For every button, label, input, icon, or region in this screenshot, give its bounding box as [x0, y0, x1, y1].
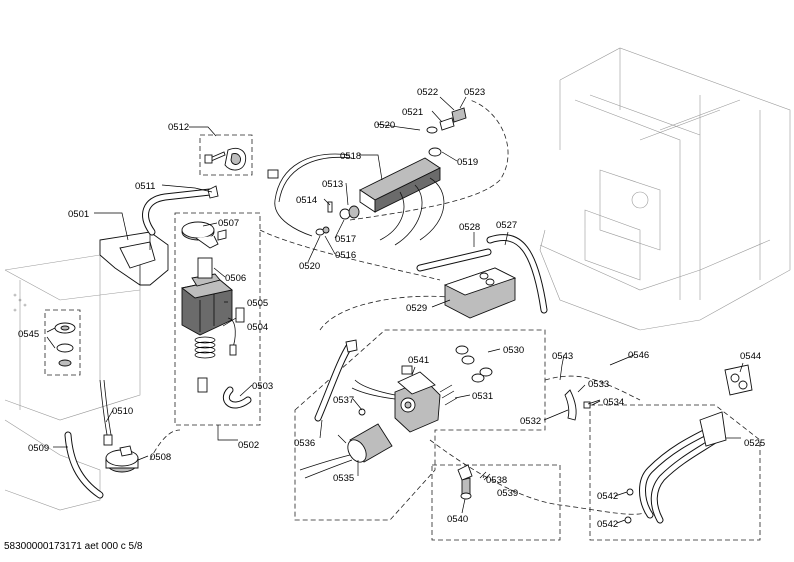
spring-part: [194, 336, 216, 359]
callout-0520-upper: 0520: [374, 120, 395, 131]
clip-part-0537: [358, 408, 366, 416]
callout-0511: 0511: [135, 181, 155, 192]
callout-0520-lower: 0520: [299, 261, 320, 272]
callout-0510: 0510: [112, 406, 133, 417]
callout-0542-upper: 0542: [597, 491, 618, 502]
pump-wire-part-0504: [227, 307, 245, 356]
callout-0531: 0531: [472, 391, 493, 402]
screws-part-0531: [439, 384, 458, 406]
heater-part-0518: [359, 147, 445, 246]
callout-0532: 0532: [520, 416, 541, 427]
hose-part-0511: [142, 188, 214, 236]
callout-0546: 0546: [628, 350, 649, 361]
flowmeter-part-0508: [105, 445, 139, 473]
callout-0529: 0529: [406, 303, 427, 314]
pump-inlet-part-0507: [181, 221, 227, 249]
connector-part-0533: [564, 389, 601, 421]
document-code: 58300000173171 aet 000 c 5/8: [4, 541, 143, 552]
callout-0523: 0523: [464, 87, 485, 98]
group-boundaries: [44, 99, 761, 541]
callout-0540: 0540: [447, 514, 468, 525]
callout-0535: 0535: [333, 473, 354, 484]
callout-0504: 0504: [247, 322, 268, 333]
base-housing-outline: [4, 254, 141, 511]
callout-0528: 0528: [459, 222, 480, 233]
valve-block-part-0541: [351, 365, 441, 433]
callout-0536: 0536: [294, 438, 315, 449]
hose-part-0536: [314, 339, 358, 422]
hose-part-0528: [416, 248, 492, 272]
callout-0521: 0521: [402, 107, 423, 118]
callout-0522: 0522: [417, 87, 438, 98]
fittings-part-0519-0523: [426, 107, 467, 134]
callout-0541: 0541: [408, 355, 429, 366]
callout-0514: 0514: [296, 195, 317, 206]
callout-0525: 0525: [744, 438, 765, 449]
plug-part-0544: [724, 364, 753, 396]
clips-part-0542: [624, 488, 634, 524]
valve-part-0540: [457, 464, 473, 500]
tank-part-0529: [443, 267, 517, 319]
hose-part-0527: [486, 234, 548, 314]
fittings-part-0514-0517: [315, 201, 360, 236]
callout-0501: 0501: [68, 209, 89, 220]
callout-0503: 0503: [252, 381, 273, 392]
callout-0519: 0519: [457, 157, 478, 168]
callout-0513: 0513: [322, 179, 343, 190]
callout-0544: 0544: [740, 351, 761, 362]
callout-0506: 0506: [225, 273, 246, 284]
callout-0534: 0534: [603, 397, 624, 408]
machine-housing-outline: [539, 47, 791, 331]
callout-0509: 0509: [28, 443, 49, 454]
hose-part-0509: [64, 431, 104, 499]
tube-harness-part-0525: [639, 411, 727, 524]
callout-0539: 0539: [497, 488, 518, 499]
callout-0530: 0530: [503, 345, 524, 356]
bracket-part-0501: [99, 231, 169, 286]
leader-lines: [46, 96, 744, 524]
callout-0518: 0518: [340, 151, 361, 162]
callout-labels: 0512 0511 0501 0507 0506 0505 0504 0503 …: [18, 87, 765, 530]
callout-0516: 0516: [335, 250, 356, 261]
seal-stack-part-0545: [54, 322, 76, 367]
callout-0507: 0507: [218, 218, 239, 229]
callout-0527: 0527: [496, 220, 517, 231]
pump-part-0505: [180, 257, 233, 336]
callout-0537: 0537: [333, 395, 354, 406]
callout-0543: 0543: [552, 351, 573, 362]
callout-0542-lower: 0542: [597, 519, 618, 530]
callout-0502: 0502: [238, 440, 259, 451]
sensor-wire-part: [267, 153, 353, 237]
callout-0545: 0545: [18, 329, 39, 340]
callout-0538: 0538: [486, 475, 507, 486]
callout-0512: 0512: [168, 122, 189, 133]
hose-part-0503: [197, 377, 252, 409]
callout-0517: 0517: [335, 234, 356, 245]
clamp-part-0512: [204, 147, 247, 199]
flowmeter-wires-part-0510: [99, 379, 113, 446]
callout-0533: 0533: [588, 379, 609, 390]
seal-set-part-0530: [455, 345, 493, 383]
pins-part-0538-0539: [479, 471, 491, 481]
callout-0505: 0505: [247, 298, 268, 309]
heater-coil-part-0535: [299, 423, 393, 479]
callout-0508: 0508: [150, 452, 171, 463]
